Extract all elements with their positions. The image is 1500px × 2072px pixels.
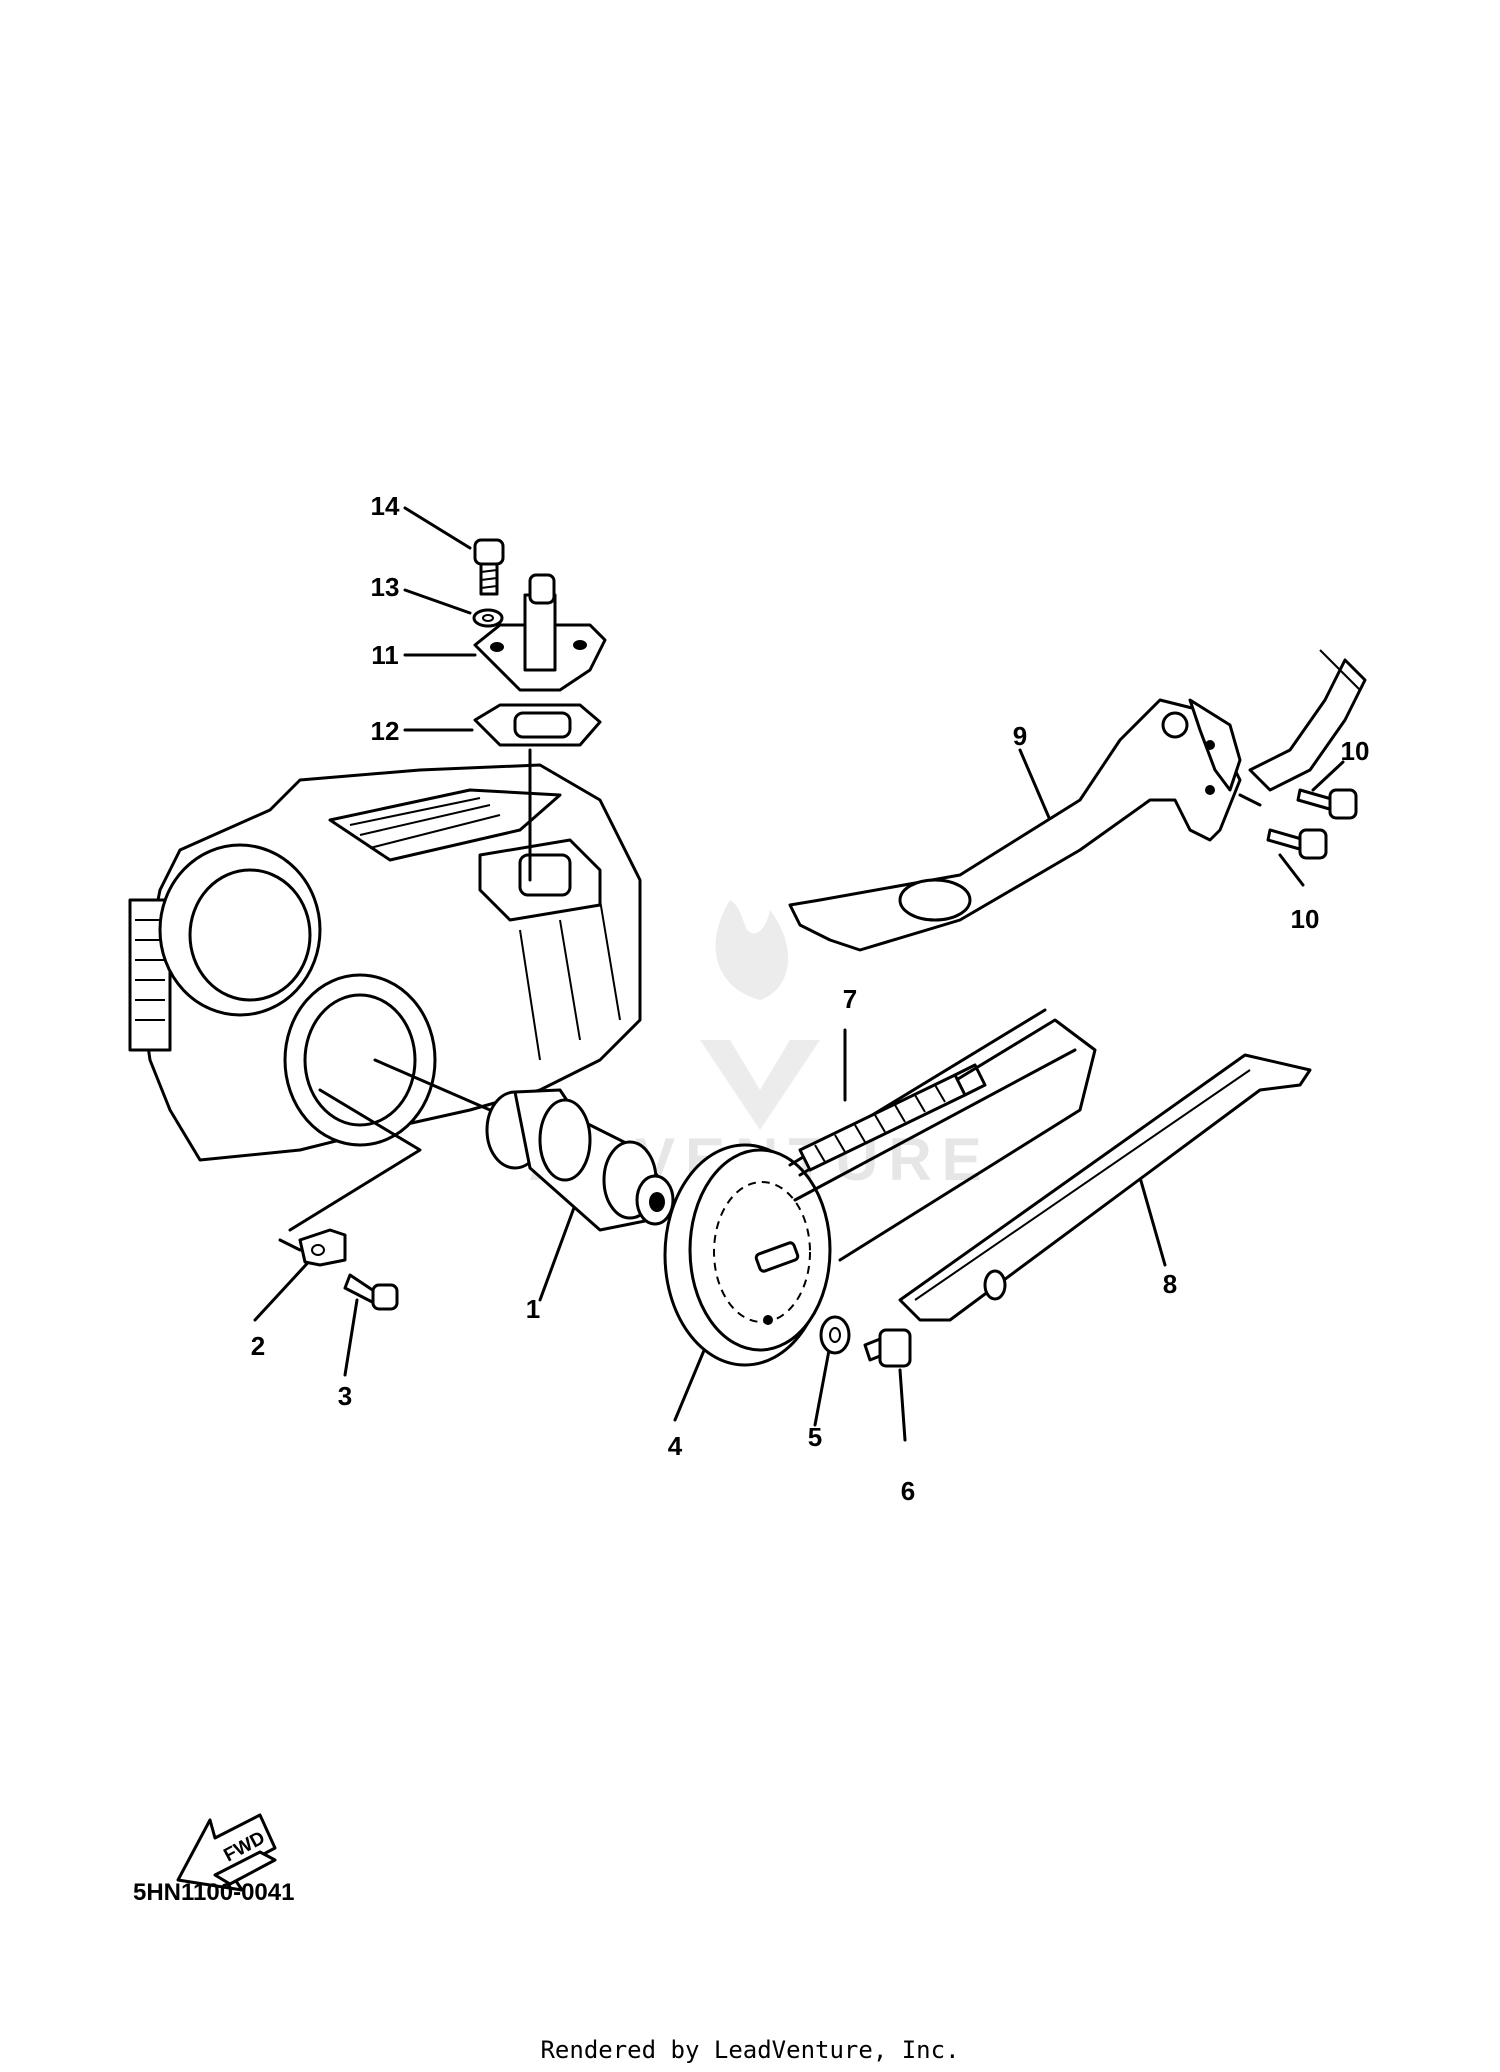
label-8: 8 (1163, 1269, 1177, 1299)
bolt-10-upper (1296, 788, 1358, 820)
cylinder-head (128, 763, 642, 1162)
tensioner-11 (473, 573, 607, 692)
label-5: 5 (808, 1422, 822, 1452)
label-11: 11 (371, 640, 399, 670)
label-10-lower: 10 (1291, 904, 1320, 934)
diagram-code: 5HN1100-0041 (133, 1879, 294, 1906)
label-1: 1 (526, 1294, 540, 1324)
bolt-3 (343, 1273, 399, 1311)
bolt-14 (473, 538, 505, 596)
label-12: 12 (371, 716, 400, 746)
gasket-12 (473, 703, 602, 747)
tensioner-guide-9 (788, 698, 1242, 952)
washer-13 (472, 608, 504, 628)
sprocket-4 (663, 1143, 832, 1367)
chain-guide-8 (898, 1053, 1312, 1322)
leader-lines (253, 506, 1345, 1442)
label-10-upper: 10 (1341, 736, 1370, 766)
camshaft-1 (485, 1088, 675, 1232)
label-13: 13 (371, 572, 400, 602)
label-4: 4 (668, 1431, 683, 1461)
cam-chain-7 (788, 1008, 1097, 1262)
mount-bracket (1248, 649, 1367, 792)
bolt-10-lower (1266, 828, 1328, 860)
label-9: 9 (1013, 721, 1027, 751)
label-6: 6 (901, 1476, 915, 1506)
bracket-2 (298, 1228, 347, 1267)
fwd-arrow-icon: FWD (176, 1813, 277, 1892)
callouts: 14 13 11 12 9 10 10 7 8 1 2 3 4 5 6 (251, 491, 1370, 1506)
washer-5 (819, 1315, 851, 1355)
render-credit: Rendered by LeadVenture, Inc. (540, 2036, 959, 2064)
label-2: 2 (251, 1331, 265, 1361)
label-7: 7 (843, 984, 857, 1014)
label-3: 3 (338, 1381, 352, 1411)
label-14: 14 (371, 491, 400, 521)
bolt-6 (863, 1328, 912, 1368)
